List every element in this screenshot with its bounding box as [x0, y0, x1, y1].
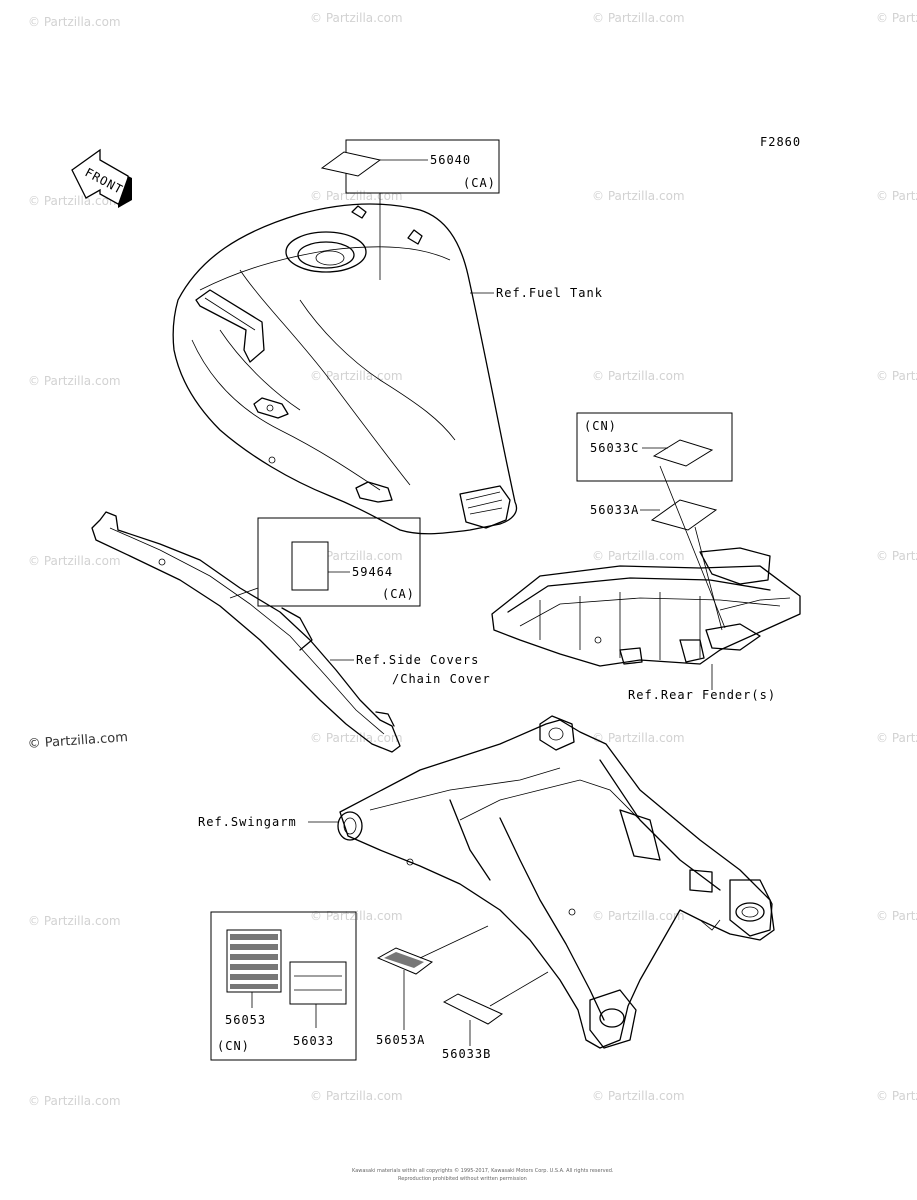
watermark: © Partzilla.com — [592, 11, 685, 25]
watermark: © Partzilla.com — [592, 189, 685, 203]
decal-56053a — [376, 925, 489, 1030]
ref-swingarm-label: Ref.Swingarm — [198, 815, 297, 829]
watermark: © Partzilla.com — [876, 11, 917, 25]
watermark-prominent: © Partzilla.com — [27, 730, 128, 752]
part-number-56053: 56053 — [225, 1013, 266, 1027]
region-code: (CA) — [382, 587, 415, 601]
watermark-grid: © Partzilla.com © Partzilla.com © Partzi… — [28, 11, 917, 1108]
part-number-59464: 59464 — [352, 565, 393, 579]
figure-code: F2860 — [760, 135, 801, 149]
rear-fender — [491, 547, 801, 667]
part-number-56033b: 56033B — [442, 1047, 491, 1061]
watermark: © Partzilla.com — [28, 1094, 121, 1108]
watermark: © Partzilla.com — [876, 731, 917, 745]
watermark: © Partzilla.com — [310, 189, 403, 203]
watermark: © Partzilla.com — [876, 909, 917, 923]
decal-56053 — [226, 929, 282, 993]
watermark: © Partzilla.com — [876, 549, 917, 563]
front-arrow-icon: FRONT — [71, 148, 132, 208]
region-code: (CN) — [217, 1039, 250, 1053]
copyright-line: Kawasaki materials within all copyrights… — [352, 1167, 614, 1174]
watermark: © Partzilla.com — [592, 909, 685, 923]
watermark: © Partzilla.com — [310, 1089, 403, 1103]
watermark: © Partzilla.com — [28, 194, 121, 208]
part-number-56040: 56040 — [430, 153, 471, 167]
watermark: © Partzilla.com — [28, 914, 121, 928]
watermark: © Partzilla.com — [592, 731, 685, 745]
watermark: © Partzilla.com — [592, 549, 685, 563]
part-number-56033a: 56033A — [590, 503, 639, 517]
watermark: © Partzilla.com — [28, 374, 121, 388]
callout-59464: 59464 (CA) — [229, 517, 421, 607]
region-code: (CA) — [463, 176, 496, 190]
callout-56033c: (CN) 56033C — [576, 412, 733, 482]
watermark: © Partzilla.com — [310, 369, 403, 383]
part-number-56033: 56033 — [293, 1034, 334, 1048]
callout-56053-56033: 56053 56033 (CN) — [210, 911, 357, 1061]
watermark: © Partzilla.com — [592, 1089, 685, 1103]
watermark: © Partzilla.com — [310, 549, 403, 563]
part-number-56033c: 56033C — [590, 441, 639, 455]
swingarm — [337, 715, 775, 1049]
fuel-tank — [172, 203, 518, 535]
watermark: © Partzilla.com — [28, 15, 121, 29]
copyright-line: Reproduction prohibited without written … — [398, 1176, 527, 1182]
watermark: © Partzilla.com — [310, 11, 403, 25]
ref-side-covers-label: Ref.Side Covers — [356, 653, 479, 667]
watermark: © Partzilla.com — [876, 189, 917, 203]
side-cover — [91, 511, 401, 753]
watermark: © Partzilla.com — [876, 1089, 917, 1103]
ref-fuel-tank-label: Ref.Fuel Tank — [496, 286, 603, 300]
ref-rear-fender-label: Ref.Rear Fender(s) — [628, 688, 776, 702]
watermark: © Partzilla.com — [28, 554, 121, 568]
decal-56033b — [442, 971, 549, 1046]
watermark: © Partzilla.com — [592, 369, 685, 383]
part-number-56053a: 56053A — [376, 1033, 425, 1047]
watermark: © Partzilla.com — [310, 731, 403, 745]
decal-56033 — [289, 961, 347, 1005]
callout-56040: 56040 (CA) — [320, 139, 500, 280]
ref-chain-cover-label: /Chain Cover — [392, 672, 491, 686]
watermark: © Partzilla.com — [876, 369, 917, 383]
region-code: (CN) — [584, 419, 617, 433]
